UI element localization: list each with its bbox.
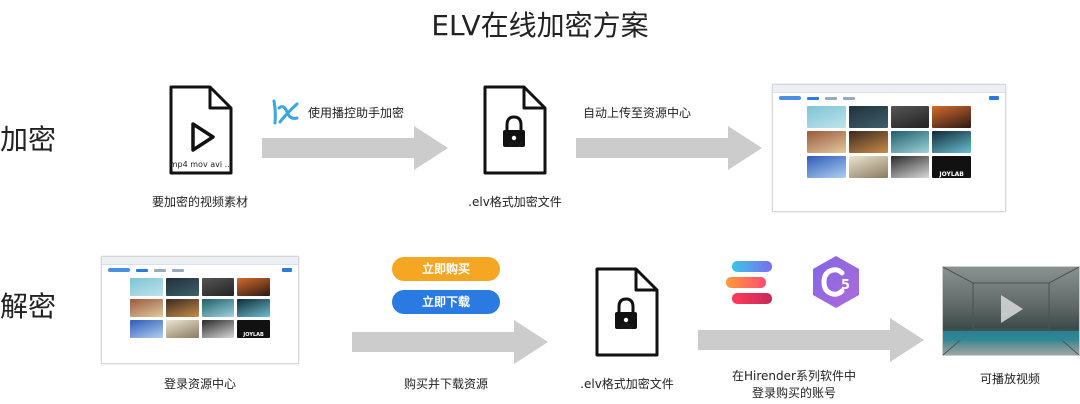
arrow-encrypt-2: [576, 126, 762, 170]
diagram-title: ELV在线加密方案: [431, 9, 649, 42]
source-caption: 要加密的视频素材: [151, 195, 248, 209]
elv-file-label-decrypt: elv: [620, 322, 634, 332]
software-caption: 在Hirender系列软件中 登录购买的账号: [724, 368, 864, 402]
resource-center-screenshot: JOYLAB: [772, 84, 1006, 212]
tool-caption: 使用播控助手加密: [308, 106, 405, 120]
login-resource-center-screenshot: JOYLAB: [101, 256, 299, 364]
buy-download-caption: 购买并下载资源: [403, 377, 488, 391]
video-playback-thumbnail: [942, 266, 1080, 356]
elv-file-icon-decrypt: [594, 266, 660, 358]
play-icon: [1001, 295, 1023, 323]
c5-app-icon: 5: [808, 254, 864, 310]
download-now-button[interactable]: 立即下载: [392, 290, 500, 314]
decrypt-row-label: 解密: [0, 290, 57, 323]
encrypt-row-label: 加密: [0, 123, 57, 156]
joylab-tile-small: JOYLAB: [237, 320, 270, 338]
elv-caption-decrypt: .elv格式加密文件: [580, 377, 674, 391]
login-caption: 登录资源中心: [163, 377, 236, 391]
arrow-encrypt-1: [262, 126, 448, 170]
player-assistant-logo-icon: [270, 98, 300, 126]
source-file-label: mp4 mov avi ...: [169, 160, 233, 169]
video-file-icon: [168, 84, 234, 176]
software-caption-line2: 登录购买的账号: [751, 386, 836, 400]
upload-caption: 自动上传至资源中心: [583, 106, 692, 120]
elv-file-label: elv: [508, 140, 522, 150]
arrow-decrypt-1: [352, 320, 548, 364]
software-caption-line1: 在Hirender系列软件中: [732, 369, 856, 383]
elv-caption-encrypt: .elv格式加密文件: [468, 195, 562, 209]
hirender-app-icon: [722, 257, 774, 309]
joylab-tile: JOYLAB: [932, 156, 971, 178]
arrow-decrypt-2: [698, 318, 924, 362]
play-caption: 可播放视频: [979, 372, 1040, 386]
buy-now-button[interactable]: 立即购买: [392, 257, 500, 281]
c5-logo-number: 5: [841, 278, 851, 293]
elv-file-icon: [482, 84, 548, 176]
